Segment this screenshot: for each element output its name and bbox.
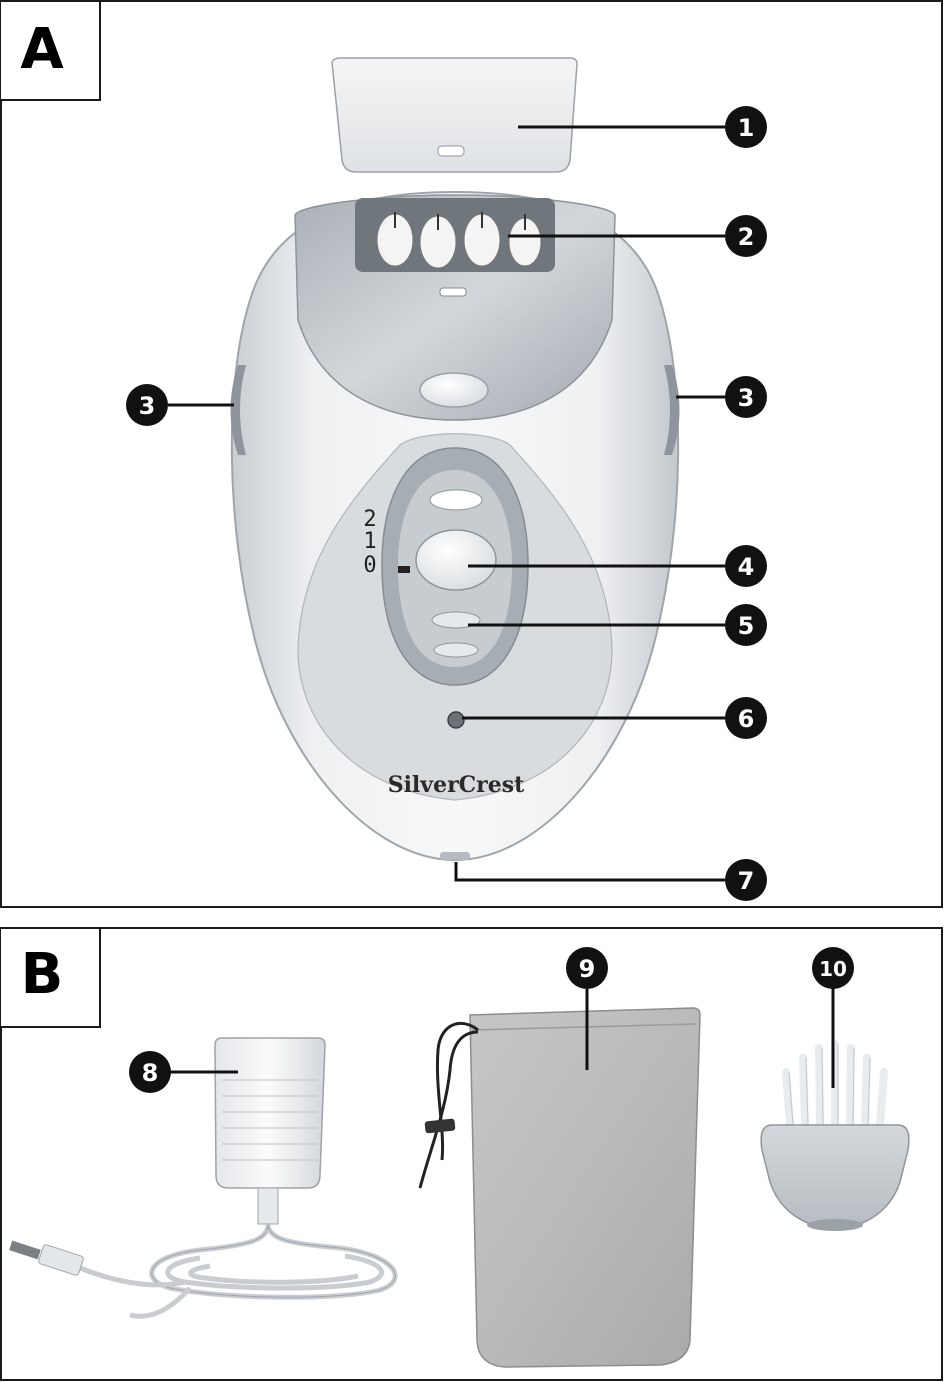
callout-badge-4: 4 [725,545,767,587]
switch-button [416,530,496,590]
svg-text:8: 8 [142,1059,159,1087]
protective-cap [332,58,577,172]
panel-b-label: B [21,942,64,1007]
panel-a-figure: A [0,0,950,910]
svg-text:2: 2 [738,223,755,251]
svg-text:1: 1 [738,114,755,142]
indicator-led [448,712,464,728]
epilator-device: 2 1 0 SilverCrest [231,58,680,860]
speed-indicator-lower [434,643,478,657]
panel-a-label: A [20,17,64,82]
callout-badge-10: 10 [812,947,854,989]
svg-text:5: 5 [738,612,755,640]
power-adapter [9,1038,395,1316]
brand-logo: SilverCrest [388,772,525,798]
svg-text:4: 4 [738,553,755,581]
callout-badge-9: 9 [566,947,608,989]
callout-badge-2: 2 [725,215,767,257]
callout-badge-6: 6 [725,697,767,739]
svg-text:9: 9 [579,955,596,983]
callout-badge-8: 8 [129,1051,171,1093]
svg-text:7: 7 [738,867,755,895]
panel-a: A [0,0,950,910]
cleaning-brush [761,1044,909,1231]
scale-level-0: 0 [363,553,376,578]
head-release-button [420,373,488,407]
svg-text:3: 3 [139,392,156,420]
power-socket [440,852,470,860]
svg-text:6: 6 [738,705,755,733]
storage-pouch [420,1008,700,1367]
callout-badge-5: 5 [725,604,767,646]
callout-badge-3-left: 3 [126,384,168,426]
scale-level-1: 1 [363,529,376,554]
panel-b-figure: B [0,920,950,1382]
svg-text:10: 10 [819,957,847,981]
svg-text:3: 3 [738,384,755,412]
panel-b: B [0,920,950,1382]
callout-badge-7: 7 [725,859,767,901]
callout-badge-3-right: 3 [725,376,767,418]
callout-badge-1: 1 [725,106,767,148]
